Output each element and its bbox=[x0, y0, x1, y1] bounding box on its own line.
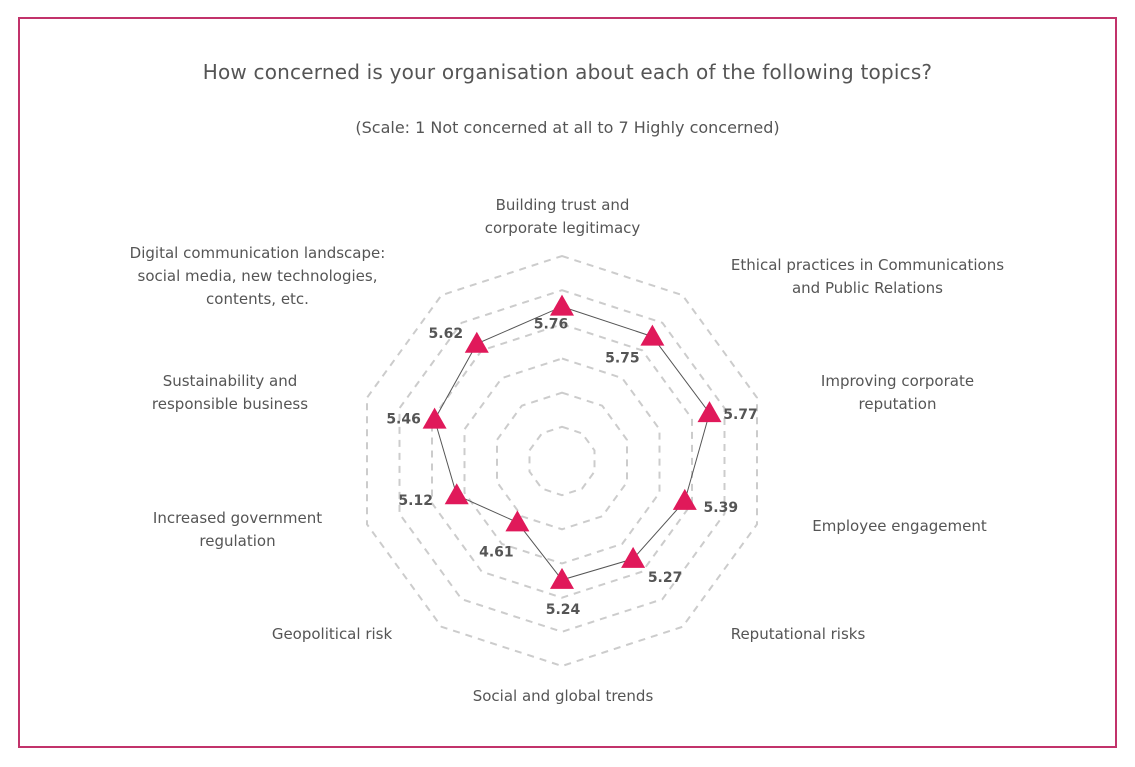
grid-ring-2 bbox=[463, 357, 661, 565]
data-point-2 bbox=[697, 401, 722, 423]
grid-ring-5 bbox=[366, 254, 758, 668]
value-label-9: 5.62 bbox=[429, 326, 464, 342]
data-point-3 bbox=[672, 488, 697, 510]
value-label-2: 5.77 bbox=[723, 407, 758, 423]
category-label-2: Improving corporate reputation bbox=[820, 372, 975, 413]
value-label-0: 5.76 bbox=[534, 317, 569, 333]
category-label-8: Sustainability and responsible business bbox=[151, 372, 309, 413]
category-label-0: Building trust and corporate legitimacy bbox=[484, 196, 641, 237]
category-label-5: Social and global trends bbox=[472, 687, 654, 705]
category-label-9: Digital communication landscape: social … bbox=[129, 244, 386, 308]
value-label-8: 5.46 bbox=[386, 412, 421, 428]
value-label-7: 5.12 bbox=[398, 493, 433, 509]
value-label-1: 5.75 bbox=[605, 351, 640, 367]
grid-ring-1 bbox=[496, 391, 628, 531]
category-label-1: Ethical practices in Communications and … bbox=[730, 256, 1005, 297]
data-point-4 bbox=[621, 546, 646, 568]
data-point-8 bbox=[422, 407, 447, 429]
value-label-5: 5.24 bbox=[546, 602, 581, 618]
data-point-7 bbox=[444, 483, 469, 505]
data-point-5 bbox=[550, 567, 574, 589]
value-label-6: 4.61 bbox=[479, 544, 514, 560]
data-point-1 bbox=[640, 324, 665, 346]
chart-frame bbox=[18, 17, 1117, 748]
data-point-6 bbox=[505, 510, 530, 532]
category-label-6: Geopolitical risk bbox=[271, 625, 393, 643]
category-label-7: Increased government regulation bbox=[152, 509, 323, 550]
data-point-9 bbox=[464, 331, 489, 353]
category-label-4: Reputational risks bbox=[730, 625, 866, 643]
value-label-3: 5.39 bbox=[704, 500, 739, 516]
value-label-4: 5.27 bbox=[648, 570, 683, 586]
category-label-3: Employee engagement bbox=[812, 517, 987, 535]
data-point-0 bbox=[550, 294, 574, 316]
grid-ring-3 bbox=[431, 323, 693, 599]
chart-subtitle: (Scale: 1 Not concerned at all to 7 High… bbox=[355, 118, 780, 137]
grid-ring-0 bbox=[528, 425, 596, 497]
grid-ring-4 bbox=[398, 289, 726, 633]
chart-title: How concerned is your organisation about… bbox=[202, 60, 933, 84]
